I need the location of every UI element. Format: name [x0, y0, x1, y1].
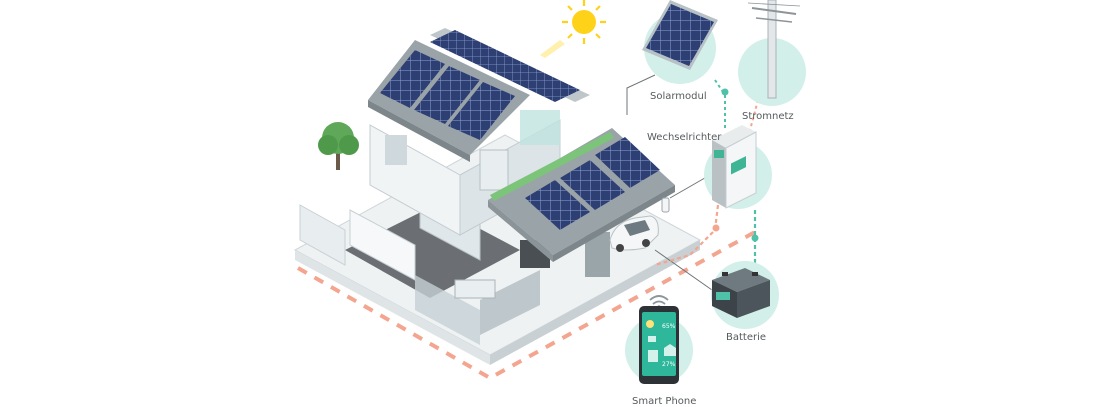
inverter-node [704, 125, 772, 209]
ev-charger [661, 197, 670, 213]
grid-node [738, 0, 806, 106]
label-solar-module: Solarmodul [650, 91, 707, 102]
smartphone-node: 65% 27% [625, 295, 693, 384]
sun-icon [540, 0, 606, 58]
house-upper-floor [369, 110, 561, 236]
phone-percent-bottom: 27% [662, 361, 676, 368]
phone-percent-top: 65% [662, 323, 676, 330]
solar-module-node [642, 0, 718, 84]
inverter-icon [712, 125, 757, 209]
label-smart-phone: Smart Phone [632, 396, 697, 407]
tree-icon [318, 122, 359, 170]
back-roof [430, 28, 590, 102]
solar-panel-icon [380, 50, 515, 140]
label-battery: Batterie [726, 332, 767, 343]
car-icon [609, 215, 659, 252]
connection-lines [626, 74, 759, 291]
property-boundary [297, 230, 756, 381]
solar-panel-icon [525, 137, 660, 230]
battery-node [711, 261, 779, 329]
label-grid: Stromnetz [742, 111, 794, 122]
power-pole-icon [747, 0, 801, 99]
label-inverter: Wechselrichter [647, 132, 722, 143]
green-roof [490, 132, 614, 201]
smartphone-icon: 65% 27% [639, 306, 679, 384]
battery-icon [712, 268, 770, 318]
